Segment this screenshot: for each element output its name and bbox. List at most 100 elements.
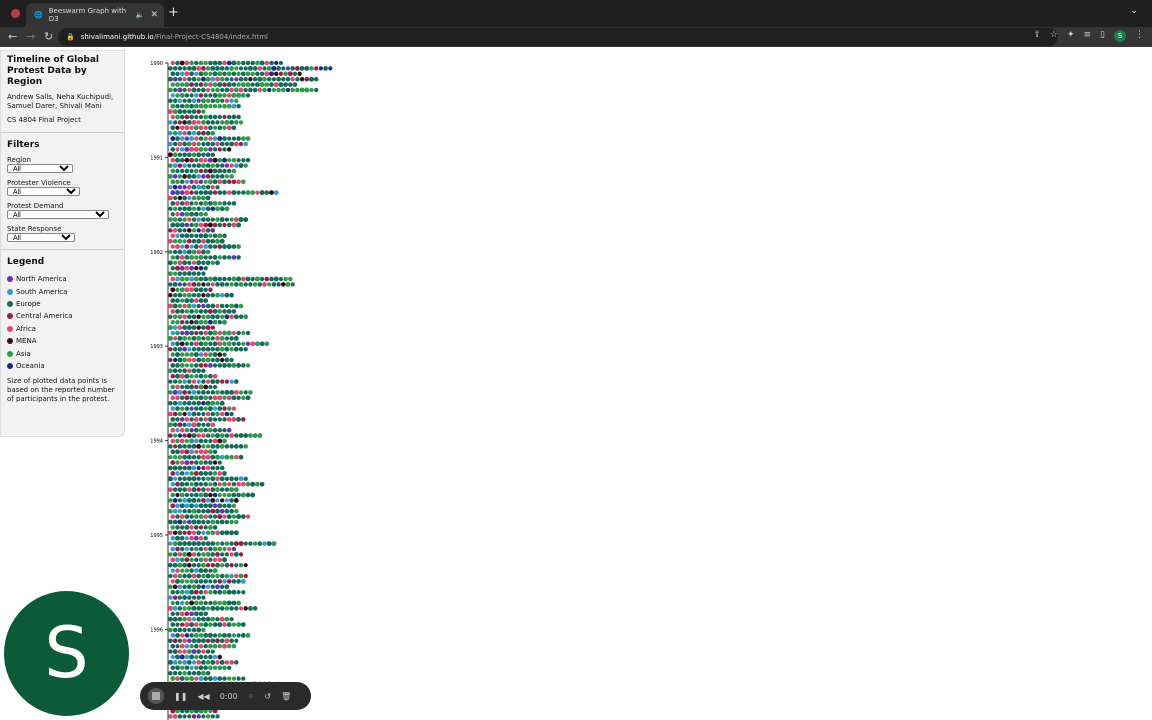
protest-dot — [182, 606, 187, 611]
protest-dot — [186, 551, 192, 557]
browser-tab[interactable]: 🌐Beeswarm Graph with D3🔈✕ — [26, 3, 164, 27]
protest-dot — [203, 514, 208, 519]
protest-dot — [222, 622, 227, 627]
protest-dot — [224, 379, 230, 384]
protest-dot — [224, 119, 230, 125]
extensions-icon[interactable]: ✦ — [1066, 30, 1075, 40]
protest-dot — [285, 281, 291, 287]
protest-dot — [168, 519, 173, 525]
protest-dot — [217, 406, 223, 411]
protest-dot — [179, 114, 185, 120]
protest-dot — [175, 222, 180, 228]
protest-dot — [196, 346, 201, 352]
protest-dot — [194, 114, 199, 120]
close-tab-icon[interactable]: ✕ — [150, 10, 158, 20]
protest-dot — [252, 77, 258, 82]
protest-dot — [231, 676, 237, 681]
protest-dot — [208, 525, 213, 530]
protest-dot — [323, 66, 328, 71]
protest-dot — [259, 60, 265, 66]
protest-dot — [186, 325, 192, 331]
protest-dot — [177, 422, 183, 428]
protest-dot — [227, 665, 232, 670]
protest-dot — [226, 363, 232, 368]
protest-dot — [189, 265, 194, 271]
sidepanel-icon[interactable]: ▯ — [1100, 30, 1105, 40]
new-tab-button[interactable]: + — [168, 5, 179, 20]
protest-dot — [215, 174, 220, 179]
protester-violence-select[interactable]: All — [7, 187, 80, 196]
trash-icon[interactable]: 🗑 — [281, 691, 292, 701]
rewind-icon[interactable]: ◀◀ — [197, 691, 210, 701]
protest-dot — [170, 535, 176, 541]
protest-dot — [203, 427, 208, 433]
protest-dot — [175, 406, 180, 411]
media-icon[interactable]: ≡ — [1083, 30, 1092, 40]
protest-dot — [205, 184, 211, 190]
protest-dot — [189, 438, 195, 444]
protest-dot — [210, 357, 215, 363]
stop-button[interactable] — [148, 688, 164, 704]
protest-dot — [203, 481, 208, 487]
back-button[interactable]: ← — [8, 30, 18, 43]
protest-dot — [170, 298, 176, 303]
protest-dot — [186, 400, 192, 406]
protest-dot — [210, 714, 215, 719]
protest-dot — [198, 406, 204, 411]
restart-icon[interactable]: ↺ — [264, 691, 272, 701]
protest-dot — [222, 600, 227, 606]
protest-dot — [168, 173, 173, 179]
protest-dot — [186, 292, 192, 298]
pause-icon[interactable]: ❚❚ — [174, 691, 188, 701]
protest-dot — [191, 292, 197, 298]
speaker-icon[interactable]: 🔈 — [135, 11, 145, 19]
grid-icon[interactable]: ⁘ — [247, 691, 255, 701]
protest-dot — [205, 120, 211, 125]
protest-dot — [175, 330, 180, 336]
protest-dot — [191, 206, 197, 211]
protest-dot — [259, 481, 265, 487]
protest-dot — [193, 103, 199, 109]
protest-dot — [238, 454, 244, 460]
menu-icon[interactable]: ⋮ — [1135, 30, 1144, 40]
protest-demand-select[interactable]: All — [7, 210, 109, 219]
protest-dot — [182, 98, 187, 103]
profile-avatar[interactable]: S — [1114, 30, 1126, 42]
protest-dot — [194, 309, 199, 314]
protest-dot — [328, 66, 333, 71]
protest-dot — [248, 390, 253, 395]
protest-dot — [241, 330, 246, 336]
protest-dot — [193, 438, 199, 444]
url-path: /Final-Project-CS4804/index.html — [153, 33, 269, 41]
protest-dot — [175, 71, 180, 76]
protest-dot — [215, 346, 220, 352]
protest-dot — [170, 82, 175, 87]
protest-dot — [217, 417, 222, 422]
reload-button[interactable]: ↻ — [44, 30, 54, 43]
protest-dot — [233, 282, 239, 287]
protest-dot — [233, 314, 239, 320]
protest-dot — [172, 487, 178, 492]
protest-dot — [222, 222, 227, 228]
protest-dot — [173, 444, 178, 449]
protest-dot — [205, 465, 211, 471]
protest-dot — [184, 676, 190, 681]
protest-dot — [198, 449, 204, 455]
bookmark-star-icon[interactable]: ☆ — [1049, 30, 1058, 40]
protest-dot — [168, 76, 173, 82]
protest-dot — [177, 649, 183, 654]
forward-button[interactable]: → — [26, 30, 36, 43]
address-bar[interactable]: 🔒shivalimani.github.io/Final-Project-CS4… — [58, 28, 1058, 46]
state-response-select[interactable]: All — [7, 233, 75, 242]
tab-list-chevron-icon[interactable]: ⌄ — [1130, 6, 1138, 16]
protest-dot — [170, 125, 176, 131]
protest-dot — [182, 476, 187, 482]
region-select[interactable]: All — [7, 164, 73, 173]
share-icon[interactable]: ⇪ — [1033, 30, 1041, 40]
protest-dot — [243, 433, 249, 439]
protest-dot — [259, 82, 265, 88]
protest-dot — [172, 616, 178, 622]
protest-dot — [238, 541, 244, 547]
protest-dot — [229, 498, 234, 503]
protest-dot — [200, 638, 206, 644]
